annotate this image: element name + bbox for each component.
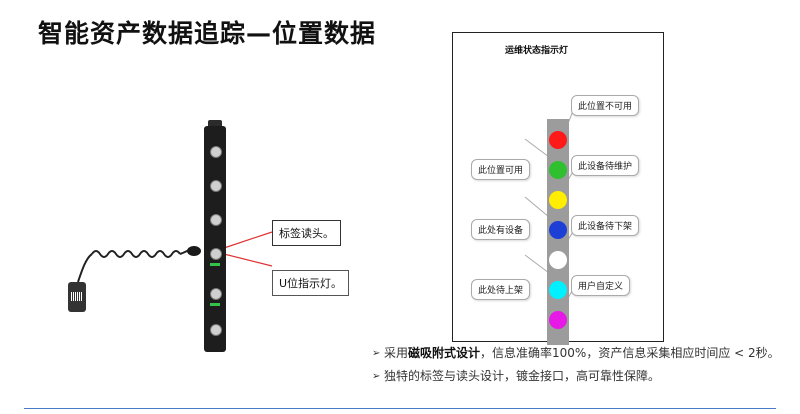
status-led	[549, 161, 567, 179]
u-light-green	[210, 263, 220, 266]
arrow-icon: ➢	[372, 371, 381, 382]
bullet-item: ➢ 独特的标签与读头设计，镀金接口，高可靠性保障。	[372, 369, 661, 383]
callout-u-light: U位指示灯。	[272, 270, 350, 296]
status-label: 此处有设备	[471, 219, 531, 240]
panel-title: 运维状态指示灯	[505, 46, 569, 56]
tag-slot	[210, 288, 222, 300]
status-label: 此设备待维护	[571, 155, 640, 176]
status-label: 此位置不可用	[571, 95, 640, 116]
tag-slot	[210, 248, 222, 260]
callout-tag-reader: 标签读头。	[272, 220, 341, 246]
rack-strip	[204, 126, 226, 352]
status-label: 此处待上架	[471, 279, 531, 300]
status-led	[549, 311, 567, 329]
status-led	[549, 281, 567, 299]
device-illustration: 标签读头。 U位指示灯。	[0, 120, 400, 360]
u-light-green	[210, 303, 220, 306]
arrow-icon: ➢	[372, 348, 381, 359]
status-led	[549, 191, 567, 209]
footer-divider	[24, 408, 776, 409]
handheld-reader	[68, 282, 86, 312]
status-label: 此位置可用	[471, 159, 531, 180]
tag-slot	[210, 324, 222, 336]
device-wires	[77, 231, 273, 283]
feature-bullets: ➢ 采用磁吸附式设计，信息准确率100%，资产信息采集相应时间应 < 2秒。 ➢…	[372, 346, 782, 392]
status-indicator-panel: 运维状态指示灯 此位置不可用此位置可用 此设备待维护此处有设备 此设备待下架此处待上…	[452, 32, 664, 345]
tag-slot	[210, 146, 222, 158]
status-label: 用户自定义	[571, 275, 631, 296]
bullet-item: ➢ 采用磁吸附式设计，信息准确率100%，资产信息采集相应时间应 < 2秒。	[372, 346, 780, 360]
tag-slot	[210, 180, 222, 192]
tag-slot	[210, 214, 222, 226]
status-led	[549, 131, 567, 149]
page-title: 智能资产数据追踪—位置数据	[38, 19, 377, 48]
status-led	[549, 221, 567, 239]
status-led	[549, 251, 567, 269]
status-label: 此设备待下架	[571, 215, 640, 236]
bold-highlight: 磁吸附式设计	[408, 346, 481, 360]
